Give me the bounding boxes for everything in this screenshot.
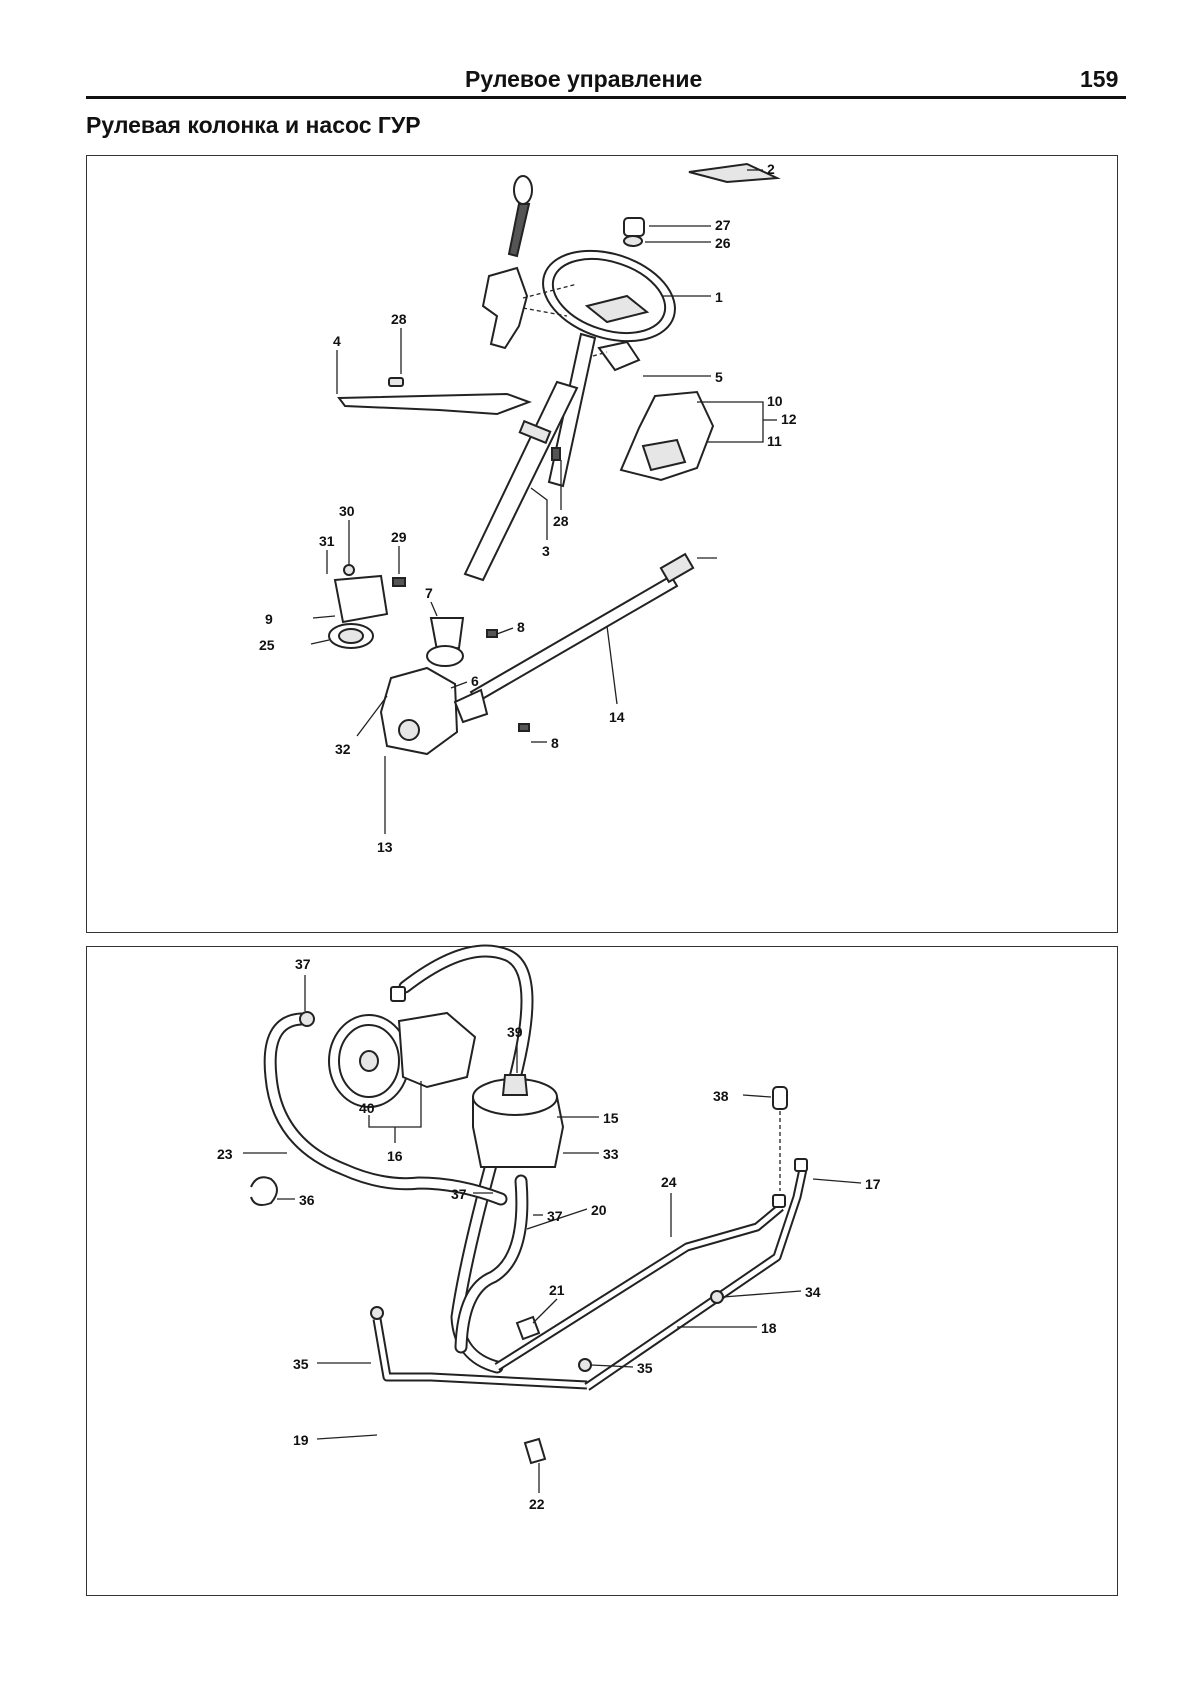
callout-label: 29 bbox=[391, 529, 407, 545]
callout-label: 1 bbox=[715, 289, 723, 305]
power-steering-pump-diagram: 37 39 38 15 40 33 16 23 37 37 24 17 36 2… bbox=[86, 944, 1118, 1596]
callout-label: 33 bbox=[603, 1146, 619, 1162]
bolt-part bbox=[551, 447, 561, 461]
callout-label: 22 bbox=[529, 1496, 545, 1512]
callout-label: 2 bbox=[767, 161, 775, 177]
steering-wheel-part bbox=[542, 249, 676, 343]
callout-label: 35 bbox=[293, 1356, 309, 1372]
power-steering-pump-drawing: 37 39 38 15 40 33 16 23 37 37 24 17 36 2… bbox=[217, 944, 881, 1512]
callout-label: 32 bbox=[335, 741, 351, 757]
cap-part bbox=[623, 217, 645, 237]
callout-label: 37 bbox=[295, 956, 311, 972]
callout-label: 8 bbox=[551, 735, 559, 751]
callout-label: 34 bbox=[805, 1284, 821, 1300]
callout-label: 28 bbox=[553, 513, 569, 529]
cooler-line-part bbox=[372, 1318, 588, 1390]
intermediate-shaft-part bbox=[453, 552, 695, 724]
steering-column-part bbox=[463, 332, 597, 582]
callout-label: 36 bbox=[299, 1192, 315, 1208]
callout-label: 39 bbox=[507, 1024, 523, 1040]
callout-label: 13 bbox=[377, 839, 393, 855]
callout-label: 17 bbox=[865, 1176, 881, 1192]
callout-label: 12 bbox=[781, 411, 797, 427]
callout-label: 25 bbox=[259, 637, 275, 653]
steering-column-diagram: 2 27 26 1 28 4 5 10 12 11 28 3 30 29 31 … bbox=[86, 155, 1118, 933]
callout-label: 30 bbox=[339, 503, 355, 519]
callout-label: 14 bbox=[609, 709, 625, 725]
callout-label: 27 bbox=[715, 217, 731, 233]
sleeve-part bbox=[710, 1290, 724, 1304]
bolt-part bbox=[486, 629, 498, 638]
callout-label: 11 bbox=[767, 433, 782, 449]
column-bracket-part bbox=[337, 392, 532, 416]
callout-label: 23 bbox=[217, 1146, 233, 1162]
sleeve-part bbox=[370, 1306, 384, 1320]
combination-switch-part bbox=[597, 340, 641, 372]
universal-joint-part bbox=[426, 617, 465, 667]
hose-fitting-part bbox=[390, 986, 406, 1002]
callout-label: 38 bbox=[713, 1088, 729, 1104]
header-rule bbox=[86, 96, 1126, 99]
steering-gear-part bbox=[379, 666, 459, 756]
callout-label: 15 bbox=[603, 1110, 619, 1126]
callout-label: 26 bbox=[715, 235, 731, 251]
callout-label: 28 bbox=[391, 311, 407, 327]
ignition-lock-part bbox=[481, 266, 529, 350]
ignition-key-part bbox=[507, 175, 533, 258]
page-number: 159 bbox=[1080, 66, 1119, 92]
callout-label: 24 bbox=[661, 1174, 677, 1190]
sleeve-part bbox=[578, 1358, 592, 1372]
hose-clip-part bbox=[250, 1176, 278, 1206]
bolt-part bbox=[518, 723, 530, 732]
callout-label: 31 bbox=[319, 533, 335, 549]
callout-label: 40 bbox=[359, 1100, 375, 1116]
callout-label: 37 bbox=[547, 1208, 563, 1224]
callout-label: 7 bbox=[425, 585, 433, 601]
callout-label: 4 bbox=[333, 333, 341, 349]
callout-label: 3 bbox=[542, 543, 550, 559]
grommet-part bbox=[523, 1437, 547, 1465]
horn-pad-part bbox=[688, 162, 781, 184]
return-pipe-part bbox=[494, 1168, 808, 1391]
cap-part bbox=[772, 1086, 788, 1110]
clamp-part bbox=[299, 1011, 315, 1027]
callout-label: 16 bbox=[387, 1148, 403, 1164]
callout-label: 9 bbox=[265, 611, 273, 627]
callout-label: 5 bbox=[715, 369, 723, 385]
pump-part bbox=[328, 1011, 477, 1108]
callout-label: 6 bbox=[471, 673, 479, 689]
return-hose-part bbox=[263, 1012, 508, 1206]
callout-label: 8 bbox=[517, 619, 525, 635]
nut-part bbox=[623, 235, 643, 247]
column-support-part bbox=[328, 574, 389, 649]
callout-label: 10 bbox=[767, 393, 783, 409]
callout-label: 18 bbox=[761, 1320, 777, 1336]
pipe-fitting-part bbox=[794, 1158, 808, 1172]
callout-label: 35 bbox=[637, 1360, 653, 1376]
callout-label: 37 bbox=[451, 1186, 467, 1202]
section-title: Рулевая колонка и насос ГУР bbox=[86, 112, 421, 138]
callout-label: 20 bbox=[591, 1202, 607, 1218]
pipe-fitting-part bbox=[772, 1194, 786, 1208]
header-title: Рулевое управление bbox=[465, 66, 703, 92]
callout-label: 19 bbox=[293, 1432, 309, 1448]
reservoir-part bbox=[472, 1074, 565, 1168]
suction-hose-part bbox=[454, 1174, 529, 1354]
callout-label: 21 bbox=[549, 1282, 565, 1298]
column-cover-part bbox=[619, 390, 715, 482]
steering-column-drawing: 2 27 26 1 28 4 5 10 12 11 28 3 30 29 31 … bbox=[259, 161, 797, 855]
